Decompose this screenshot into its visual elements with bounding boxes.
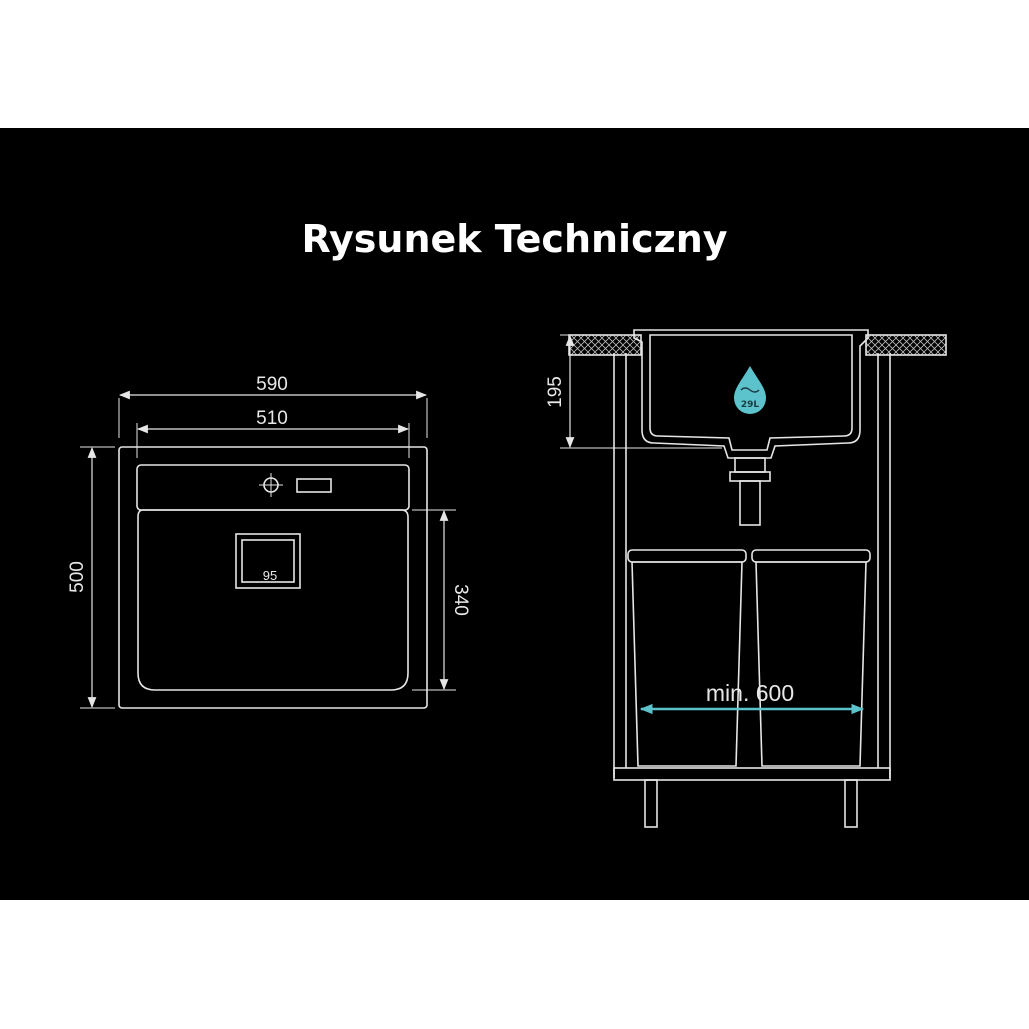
cabinet-base	[613, 767, 891, 781]
dim-label-195: 195	[545, 376, 566, 408]
drawing-panel: Rysunek Techniczny	[0, 128, 1029, 900]
sink-outer-outline	[118, 446, 428, 709]
drain-size-label: 95	[263, 568, 277, 583]
worktop-left	[568, 334, 642, 356]
side-view	[560, 329, 947, 828]
bin-lid-left	[627, 549, 747, 563]
drain-inner	[241, 539, 295, 583]
technical-drawing: 590 510 500 340 95	[67, 329, 947, 828]
dim-label-510: 510	[256, 408, 288, 429]
drain-pipe	[739, 480, 761, 526]
overflow-slot-icon	[296, 478, 332, 493]
cabinet-width-label: min. 600	[706, 680, 794, 706]
sink-deck-outline	[136, 464, 410, 511]
drain-neck	[734, 457, 766, 473]
dim-label-340: 340	[450, 584, 471, 616]
sink-section-inner	[649, 334, 853, 451]
dim-label-590: 590	[256, 374, 288, 395]
bowl-outline	[137, 509, 409, 691]
sink-section-outer	[633, 329, 869, 459]
worktop-right	[865, 334, 947, 356]
water-drop-icon	[734, 366, 766, 414]
capacity-label: 29L	[741, 400, 760, 410]
cabinet-leg-right	[844, 779, 858, 828]
bin-body-right	[755, 561, 867, 767]
dim-label-500: 500	[67, 561, 88, 593]
bin-body-left	[631, 561, 743, 767]
drain-outer	[235, 533, 301, 589]
cabinet-leg-left	[644, 779, 658, 828]
top-view	[80, 390, 456, 709]
page-title: Rysunek Techniczny	[301, 217, 728, 261]
drain-nut	[729, 471, 771, 482]
bin-lid-right	[751, 549, 871, 563]
